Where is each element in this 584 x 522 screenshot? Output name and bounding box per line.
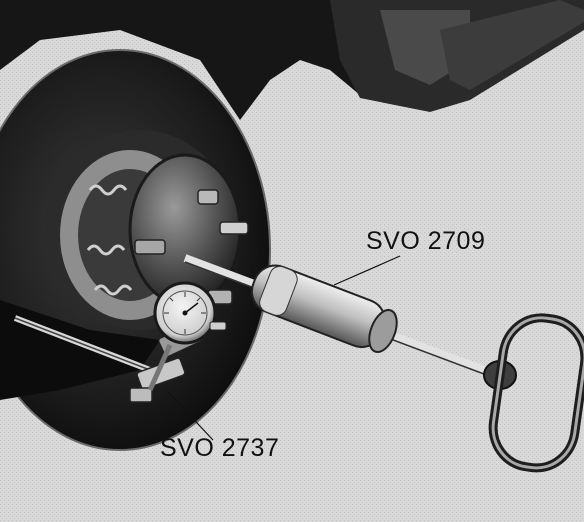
dial-indicator-tool <box>129 281 227 403</box>
slide-hammer-label: SVO 2709 <box>366 227 486 255</box>
leader-line-2709 <box>333 255 401 286</box>
leader-line-2737 <box>167 391 214 441</box>
slide-hammer-tool <box>183 254 584 473</box>
indicator-rod-edge <box>14 317 151 371</box>
dial-indicator-label: SVO 2737 <box>160 434 280 462</box>
brake-springs <box>86 184 133 296</box>
wheel-studs <box>134 189 249 305</box>
backing-plate-rim <box>0 49 271 451</box>
chassis-rail <box>440 0 584 90</box>
